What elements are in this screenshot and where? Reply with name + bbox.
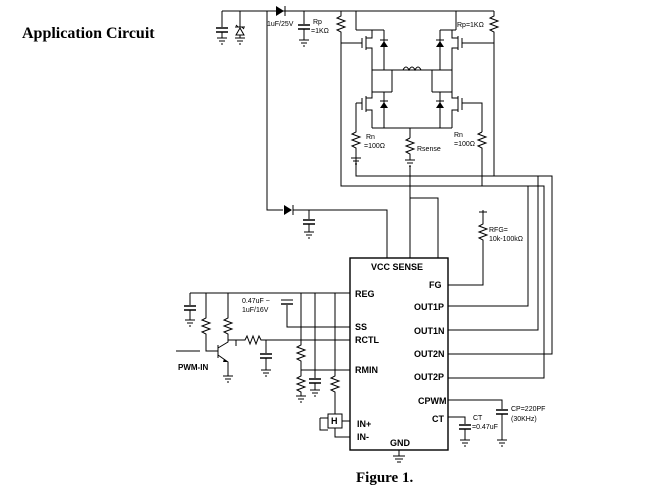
pin-cpwm: CPWM bbox=[418, 396, 447, 406]
rn-right-value: =100Ω bbox=[454, 141, 475, 148]
supply-rail bbox=[221, 10, 494, 27]
figure-caption: Figure 1. bbox=[356, 470, 414, 486]
ct-value: =0.47uF bbox=[472, 424, 498, 431]
supply-ground-capacitor-left bbox=[216, 27, 228, 45]
ss-capacitor-line2: 1uF/16V bbox=[242, 307, 269, 314]
rsense-label: Rsense bbox=[417, 146, 441, 153]
rp-left-name: Rp bbox=[313, 19, 322, 26]
rn-left-name: Rn bbox=[366, 134, 375, 141]
rp-left-resistor-icon bbox=[335, 11, 362, 44]
pin-in-minus: IN- bbox=[357, 432, 369, 442]
pin-out2p: OUT2P bbox=[414, 372, 444, 382]
pin-fg: FG bbox=[429, 280, 442, 290]
h-bridge bbox=[355, 11, 483, 138]
supply-capacitor-label: 1uF/25V bbox=[267, 21, 294, 28]
cpwm-ct-network bbox=[448, 399, 508, 447]
hall-sensor-label: H bbox=[331, 416, 338, 426]
rfg-value: 10k-100kΩ bbox=[489, 236, 523, 243]
gate-drive-wires bbox=[340, 43, 553, 379]
supply-capacitor bbox=[298, 11, 310, 47]
tvs-diode-icon bbox=[235, 24, 245, 45]
supply-diode-icon bbox=[276, 6, 286, 16]
rn-left-value: =100Ω bbox=[364, 143, 385, 150]
pwm-input-transistor-icon bbox=[176, 334, 350, 383]
ss-capacitor-line1: 0.47uF ~ bbox=[242, 298, 270, 305]
rsense-resistor-icon bbox=[404, 137, 416, 167]
cp-frequency: (30KHz) bbox=[511, 416, 537, 423]
pin-reg: REG bbox=[355, 289, 375, 299]
hall-sensor bbox=[319, 408, 350, 438]
page-title: Application Circuit bbox=[22, 25, 155, 42]
pin-in-plus: IN+ bbox=[357, 419, 371, 429]
reg-wiring bbox=[184, 292, 350, 366]
rn-right-resistor-icon bbox=[476, 131, 488, 186]
pin-gnd: GND bbox=[390, 438, 411, 448]
vcc-feed-wire bbox=[266, 11, 388, 258]
ic-vcc-sense-label: VCC SENSE bbox=[371, 262, 423, 272]
pwm-in-label: PWM-IN bbox=[178, 363, 208, 372]
rn-right-name: Rn bbox=[454, 132, 463, 139]
rp-right-label: Rp=1KΩ bbox=[457, 22, 484, 29]
pin-ss: SS bbox=[355, 322, 367, 332]
ic-ground bbox=[393, 450, 405, 463]
rfg-resistor-icon bbox=[448, 210, 489, 286]
pin-out2n: OUT2N bbox=[414, 349, 445, 359]
pin-out1p: OUT1P bbox=[414, 302, 444, 312]
rp-left-value: =1KΩ bbox=[311, 28, 329, 35]
pin-ct: CT bbox=[432, 414, 444, 424]
pin-rmin: RMIN bbox=[355, 365, 378, 375]
cp-value: CP=220PF bbox=[511, 406, 545, 413]
ct-name: CT bbox=[473, 415, 483, 422]
rfg-name: RFG= bbox=[489, 227, 508, 234]
pin-out1n: OUT1N bbox=[414, 326, 445, 336]
pin-rctl: RCTL bbox=[355, 335, 379, 345]
rmin-divider bbox=[295, 339, 350, 408]
rp-right-resistor-icon bbox=[470, 11, 500, 44]
ss-capacitor bbox=[281, 299, 350, 328]
